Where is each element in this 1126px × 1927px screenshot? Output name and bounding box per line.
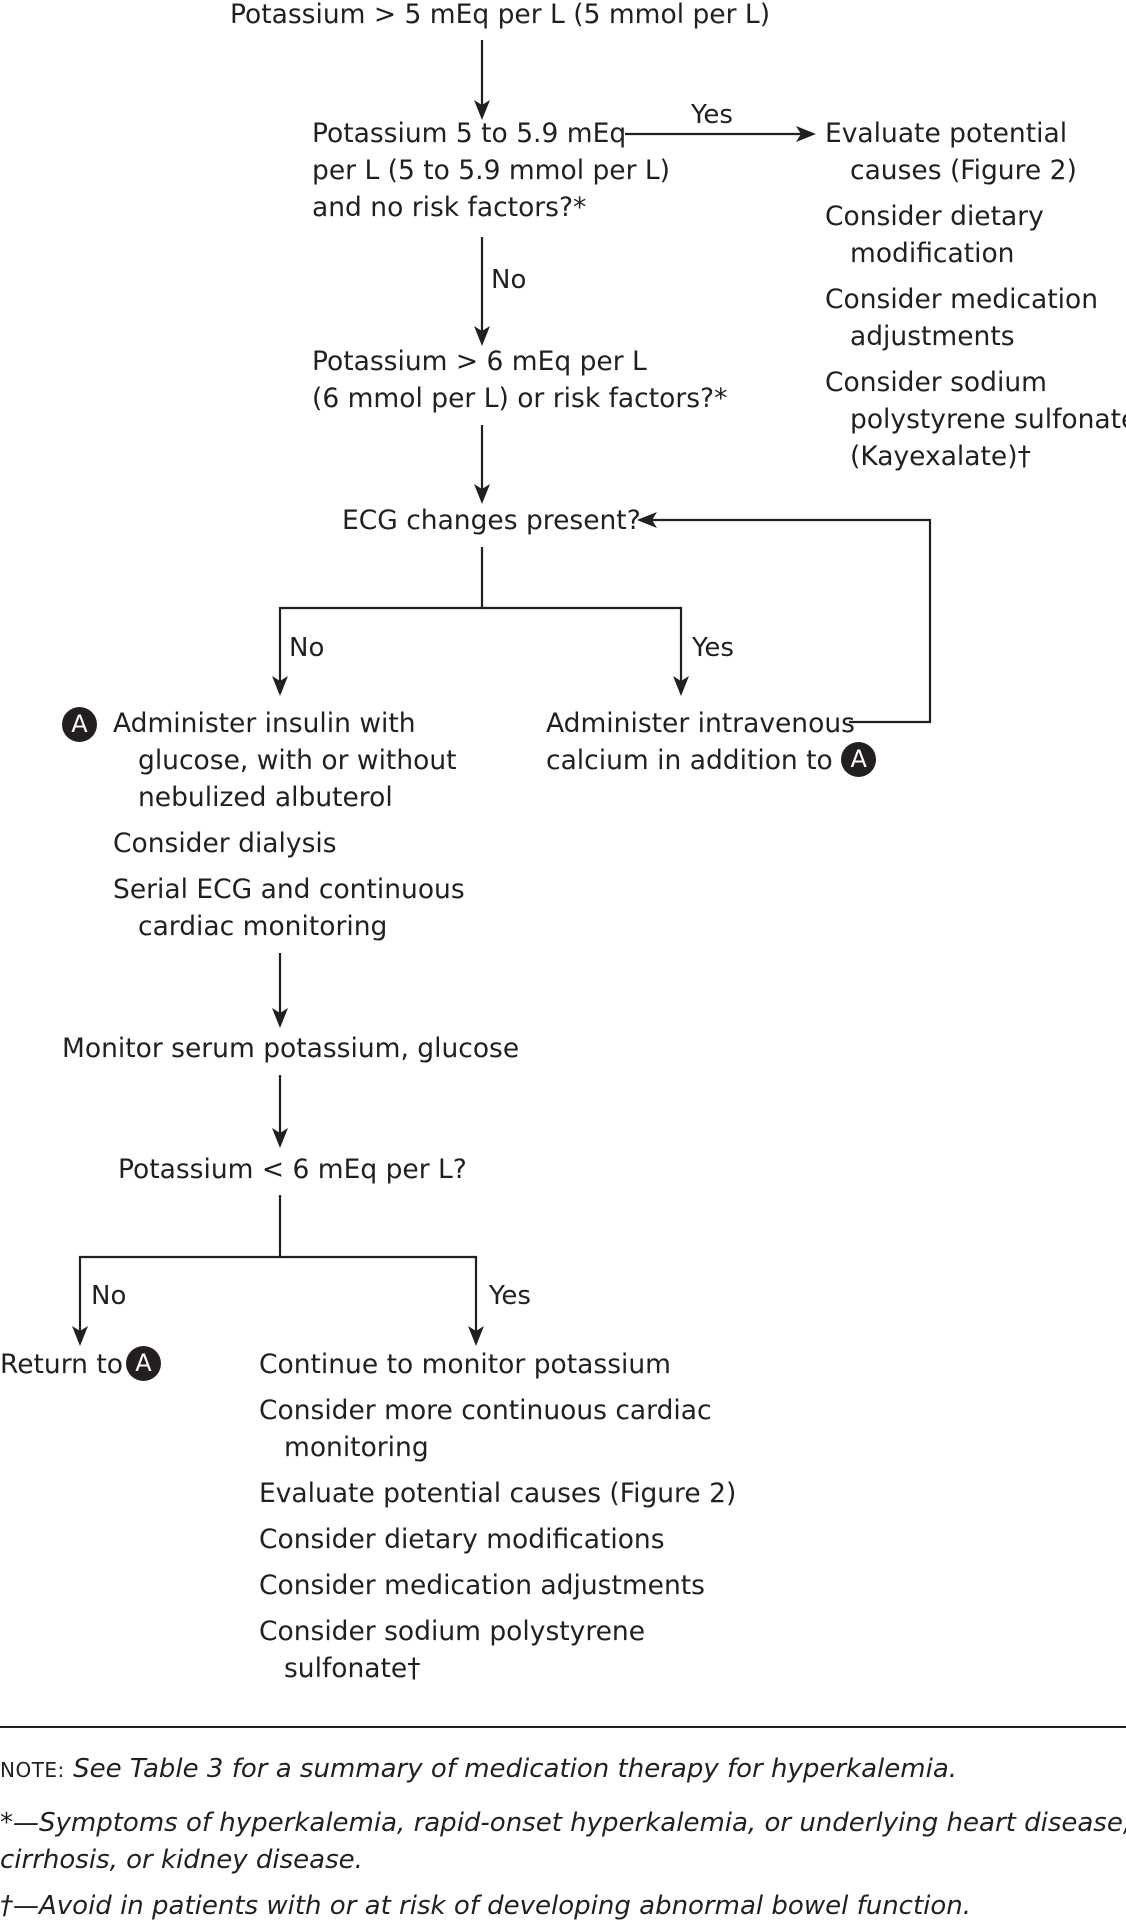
medication-line2: adjustments: [850, 321, 1015, 352]
q1-line3: and no risk factors?*: [312, 192, 587, 223]
note-prefix: NOTE:: [0, 1758, 65, 1782]
loop-back-line: [645, 518, 932, 724]
calcium-line1: Administer intravenous: [546, 708, 855, 739]
serial-line2: cardiac monitoring: [138, 911, 388, 942]
star-footnote-line1: *—Symptoms of hyperkalemia, rapid-onset …: [0, 1808, 1126, 1838]
q4: Potassium < 6 mEq per L?: [118, 1154, 467, 1185]
note-line: NOTE: See Table 3 for a summary of medic…: [0, 1751, 1126, 1789]
q4-yes-label: Yes: [489, 1281, 531, 1311]
q2-line1: Potassium > 6 mEq per L: [312, 346, 647, 377]
arrowhead-down: [272, 1128, 288, 1148]
final-medication: Consider medication adjustments: [259, 1570, 705, 1601]
final-sodium-line2: sulfonate†: [284, 1653, 421, 1684]
dietary-line1: Consider dietary: [825, 201, 1044, 232]
star-footnote-line2: cirrhosis, or kidney disease.: [0, 1845, 363, 1875]
sodium-line3: (Kayexalate)†: [850, 441, 1031, 472]
insulin-line1: Administer insulin with: [113, 708, 416, 739]
final-continue: Continue to monitor potassium: [259, 1349, 671, 1380]
step-a-badge-wrap: A: [62, 707, 97, 744]
arrowhead-down: [474, 484, 490, 504]
evaluate-line2: causes (Figure 2): [850, 155, 1077, 186]
q4-no-label: No: [91, 1281, 127, 1311]
final-cardiac-line2: monitoring: [284, 1432, 429, 1463]
calcium-line2-text: calcium in addition to: [546, 745, 833, 776]
q3-yes-label: Yes: [692, 633, 734, 663]
q3-split-line-right: [482, 606, 683, 688]
final-sodium-line1: Consider sodium polystyrene: [259, 1616, 646, 1647]
arrowheads: [72, 100, 816, 1346]
dialysis: Consider dialysis: [113, 828, 337, 859]
return-to-text: Return to: [0, 1349, 123, 1380]
dietary-line2: modification: [850, 238, 1015, 269]
yes-label: Yes: [691, 100, 733, 130]
insulin-line3: nebulized albuterol: [138, 782, 393, 813]
evaluate-line1: Evaluate potential: [825, 118, 1068, 149]
q3-split-line: [278, 547, 484, 688]
final-dietary: Consider dietary modifications: [259, 1524, 665, 1555]
arrowhead-down: [474, 100, 490, 120]
q4-split-line: [78, 1195, 282, 1338]
sodium-line1: Consider sodium: [825, 367, 1047, 398]
step-a-badge: A: [62, 707, 97, 742]
q4-split-line-right: [280, 1255, 478, 1338]
arrowhead-left: [637, 512, 657, 528]
arrowhead-down: [474, 326, 490, 346]
arrowhead-right: [796, 126, 816, 142]
calcium-line2: calcium in addition to A: [546, 742, 877, 779]
calcium-badge: A: [841, 742, 877, 777]
medication-line1: Consider medication: [825, 284, 1098, 315]
start-box: Potassium > 5 mEq per L (5 mmol per L): [230, 0, 771, 30]
no-label: No: [491, 265, 527, 295]
arrowhead-down: [72, 1326, 88, 1346]
final-cardiac-line1: Consider more continuous cardiac: [259, 1395, 712, 1426]
return-badge: A: [125, 1346, 161, 1381]
dagger-footnote: †—Avoid in patients with or at risk of d…: [0, 1891, 972, 1921]
arrowhead-down: [272, 1008, 288, 1028]
arrowhead-down: [468, 1326, 484, 1346]
q1-line2: per L (5 to 5.9 mmol per L): [312, 155, 671, 186]
note-text: See Table 3 for a summary of medication …: [73, 1754, 958, 1784]
insulin-line2: glucose, with or without: [138, 745, 457, 776]
sodium-line2: polystyrene sulfonate: [850, 404, 1126, 435]
q2-line2: (6 mmol per L) or risk factors?*: [312, 383, 728, 414]
final-evaluate: Evaluate potential causes (Figure 2): [259, 1478, 737, 1509]
arrowhead-down: [673, 676, 689, 696]
q3-no-label: No: [289, 633, 325, 663]
q3-ecg: ECG changes present?: [342, 505, 641, 536]
monitor: Monitor serum potassium, glucose: [62, 1033, 520, 1064]
q1-line1: Potassium 5 to 5.9 mEq: [312, 118, 627, 149]
arrowhead-down: [272, 676, 288, 696]
serial-line1: Serial ECG and continuous: [113, 874, 465, 905]
